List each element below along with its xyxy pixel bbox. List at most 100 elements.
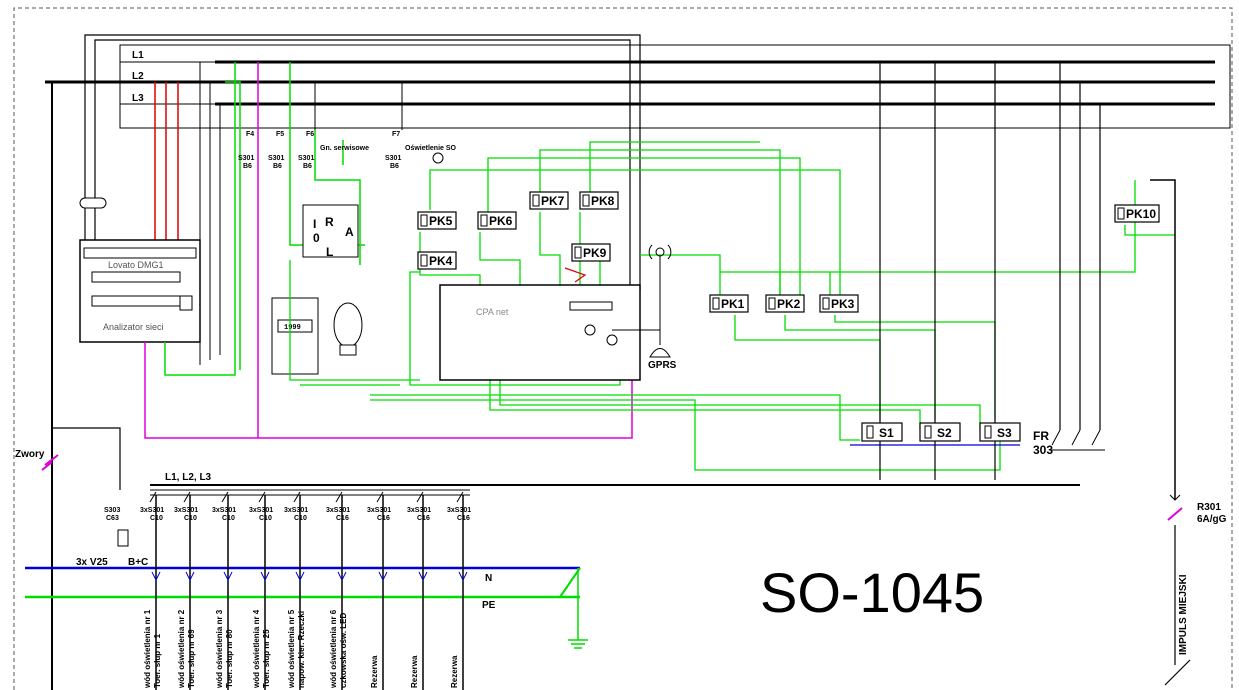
lovato-meter: Lovato DMG1 Analizator sieci	[79, 239, 201, 343]
r301-fuse: R301 6A/gG	[1164, 502, 1227, 686]
output-breaker-rating: C16	[417, 515, 430, 522]
svg-text:S301: S301	[238, 155, 254, 162]
relay-pk1: PK1	[709, 294, 749, 313]
svg-text:I: I	[313, 217, 316, 231]
output-breaker-rating: C10	[184, 515, 197, 522]
output-breaker-type: 3xS301	[249, 507, 273, 514]
relay-pk5: PK5	[417, 211, 457, 230]
svg-text:Gn. serwisowe: Gn. serwisowe	[320, 145, 369, 152]
lamp-icon	[333, 302, 363, 356]
phase-l1-label: L1	[132, 50, 144, 61]
contactor-s2: S2	[919, 422, 961, 442]
svg-text:F7: F7	[392, 131, 400, 138]
meter-sublabel: Analizator sieci	[103, 322, 164, 332]
svg-text:L: L	[326, 245, 333, 259]
fuse-f4: F4 S301 B6	[238, 131, 254, 170]
output-description: wód oświetlenia nr 3	[215, 609, 224, 689]
output-breaker-type: 3xS301	[284, 507, 308, 514]
relay-label: PK5	[429, 214, 453, 228]
svg-text:Oświetlenie SO: Oświetlenie SO	[405, 145, 457, 152]
meter-label: Lovato DMG1	[108, 260, 164, 270]
output-breaker-rating: C10	[222, 515, 235, 522]
output-description: Rezerwa	[450, 655, 459, 688]
surge-type: B+C	[128, 557, 148, 568]
output-description-2: Toer. słup nr 1	[153, 633, 162, 688]
impuls-label: IMPULS MIEJSKI	[1178, 574, 1189, 655]
svg-text:1999: 1999	[284, 324, 301, 332]
relay-pk7: PK7	[529, 191, 569, 210]
contactor-label: S1	[879, 426, 894, 440]
output-description-2: Toer. słup nr 80	[225, 629, 234, 688]
gprs-dish-icon	[649, 348, 671, 358]
output-breaker-rating: C16	[336, 515, 349, 522]
fuse-f6: F6 S301 B6 Gn. serwisowe	[298, 131, 369, 170]
output-description: wód oświetlenia nr 6	[329, 609, 338, 689]
gprs-label: GPRS	[648, 360, 677, 371]
output-breaker-type: 3xS301	[140, 507, 164, 514]
output-breaker-type: 3xS301	[212, 507, 236, 514]
ground-icon	[568, 568, 588, 649]
svg-text:S301: S301	[268, 155, 284, 162]
phase-l2-label: L2	[132, 71, 144, 82]
svg-text:B6: B6	[273, 163, 282, 170]
relay-label: PK10	[1126, 207, 1156, 221]
output-description: wód oświetlenia nr 2	[177, 609, 186, 689]
surge-label: 3x V25	[76, 557, 108, 568]
svg-text:F4: F4	[246, 131, 254, 138]
main-breaker: S303 C63	[104, 507, 129, 547]
phase-l3-label: L3	[132, 93, 144, 104]
svg-text:F6: F6	[306, 131, 314, 138]
svg-text:S301: S301	[385, 155, 401, 162]
relay-pk8: PK8	[579, 191, 619, 210]
output-breaker-rating: C10	[294, 515, 307, 522]
output-description-2: Toer. słup nr 25	[262, 629, 271, 688]
svg-text:FR: FR	[1033, 429, 1049, 443]
relay-label: PK4	[429, 254, 453, 268]
output-description: Rezerwa	[370, 655, 379, 688]
output-description: wód oświetlenia nr 4	[252, 609, 261, 689]
svg-text:C63: C63	[106, 515, 119, 522]
output-breaker-type: 3xS301	[367, 507, 391, 514]
fr-breaker: FR 303	[1033, 429, 1105, 457]
relay-pk4: PK4	[417, 251, 457, 270]
diagram-title: SO-1045	[760, 561, 984, 624]
svg-text:6A/gG: 6A/gG	[1197, 514, 1227, 525]
output-breaker-type: 3xS301	[326, 507, 350, 514]
n-rail-label: N	[485, 573, 492, 584]
switch-panel: I 0 R A L	[302, 204, 359, 259]
relay-label: PK7	[541, 194, 565, 208]
svg-text:B6: B6	[390, 163, 399, 170]
svg-text:S301: S301	[298, 155, 314, 162]
output-breaker-type: 3xS301	[447, 507, 471, 514]
svg-text:A: A	[345, 225, 354, 239]
output-breaker-rating: C10	[150, 515, 163, 522]
controller-brand: CPA net	[476, 307, 509, 317]
svg-text:R: R	[325, 215, 334, 229]
fuse-f7: F7 S301 B6 Oświetlenie SO	[385, 131, 457, 170]
bus-label: L1, L2, L3	[165, 472, 212, 483]
contactor-label: S3	[997, 426, 1012, 440]
pe-rail-label: PE	[482, 600, 496, 611]
output-description: wód oświetlenia nr 1	[143, 609, 152, 689]
relay-label: PK1	[721, 297, 745, 311]
relay-pk9: PK9	[571, 243, 611, 262]
output-description: wód oświetlenia nr 5	[287, 609, 296, 689]
svg-text:0: 0	[313, 231, 320, 245]
output-description: Rezerwa	[410, 655, 419, 688]
fuse-f5: F5 S301 B6	[268, 131, 284, 170]
relay-label: PK6	[489, 214, 513, 228]
contactor-s1: S1	[861, 422, 903, 442]
relay-pk6: PK6	[477, 211, 517, 230]
counter-device: 1999	[271, 297, 319, 375]
contactors: S1 S2 S3	[861, 422, 1021, 442]
